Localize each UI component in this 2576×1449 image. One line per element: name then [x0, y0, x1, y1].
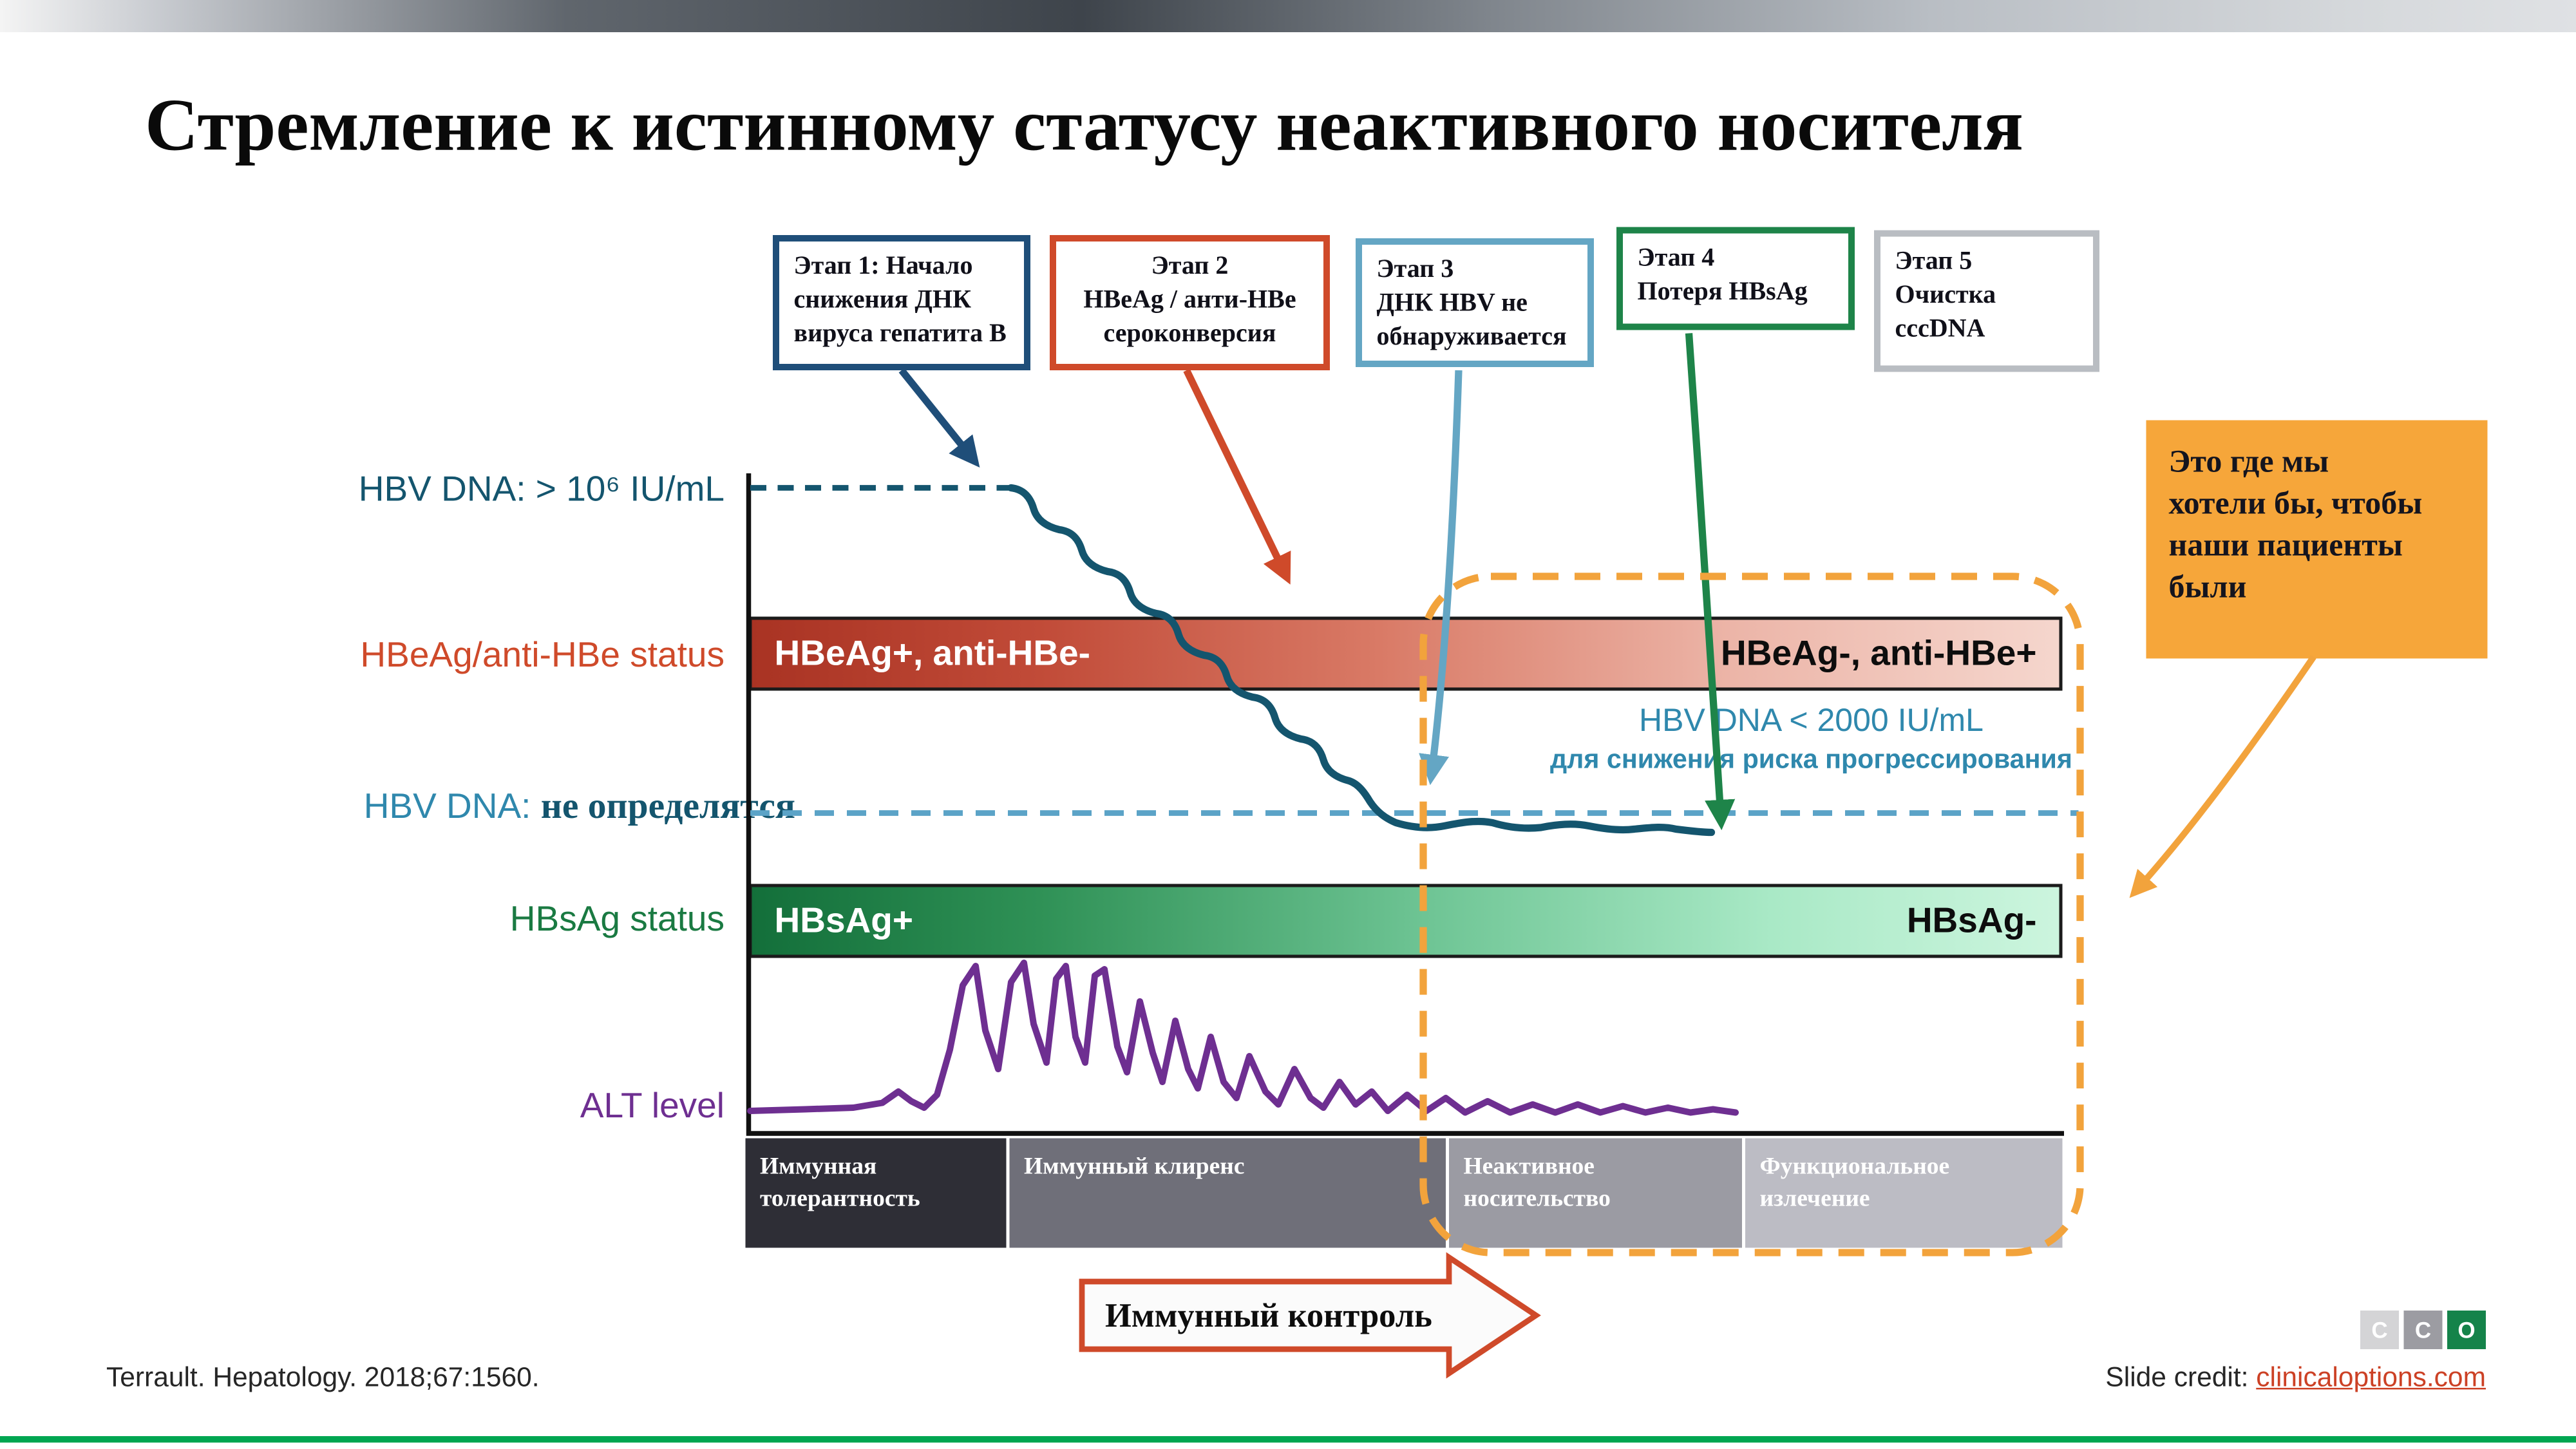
- stage-box-1-label: Этап 1: Начало снижения ДНК вируса гепат…: [793, 252, 1007, 347]
- citation-text: Terrault. Hepatology. 2018;67:1560.: [106, 1362, 540, 1393]
- phase-bar: Иммунная толерантность Иммунный клиренс …: [745, 1138, 2063, 1248]
- stage-box-3: Этап 3 ДНК HBV не обнаруживается: [1356, 238, 1594, 367]
- stage-box-5-label: Этап 5 Очистка cccDNA: [1895, 248, 1996, 343]
- page-title: Стремление к истинному статусу неактивно…: [145, 84, 2023, 166]
- callout-arrow: [2129, 655, 2316, 898]
- hbeag-negative-label: HBeAg-, anti-HBe+: [1721, 632, 2037, 674]
- alt-curve: [747, 960, 1739, 1116]
- axis-label-hbeag-status: HBeAg/anti-HBe status: [360, 634, 724, 675]
- immune-control-label: Иммунный контроль: [1105, 1295, 1432, 1334]
- top-gradient-bar: [0, 0, 2576, 32]
- threshold-line-2: для снижения риска прогрессирования: [1549, 745, 2072, 775]
- bottom-green-divider: [0, 1436, 2576, 1443]
- cco-logo-letter-2: C: [2403, 1311, 2443, 1349]
- stage1-arrow: [898, 368, 980, 468]
- threshold-line-1: HBV DNA < 2000 IU/mL: [1639, 703, 1984, 739]
- credit-label: Slide credit:: [2105, 1362, 2257, 1393]
- stage-box-3-label: Этап 3 ДНК HBV не обнаруживается: [1376, 256, 1567, 350]
- stage-box-2-label: Этап 2 HBeAg / анти-HBe сероконверсия: [1083, 252, 1296, 347]
- cco-logo: C C O: [2360, 1311, 2486, 1349]
- axis-label-hbv-dna-undetectable-bold: не определятся: [540, 786, 795, 826]
- axis-label-hbsag-status: HBsAg status: [509, 898, 724, 939]
- stage-box-4: Этап 4 Потеря HBsAg: [1616, 227, 1855, 330]
- stage2-arrow: [1183, 368, 1291, 585]
- chart-axes: [746, 473, 2064, 1136]
- hbsag-status-bar: HBsAg+ HBsAg-: [748, 884, 2063, 958]
- axis-label-alt-level: ALT level: [580, 1085, 724, 1126]
- hbeag-positive-label: HBeAg+, anti-HBe-: [774, 632, 1090, 674]
- stage-box-5: Этап 5 Очистка cccDNA: [1874, 230, 2099, 372]
- stage-box-2: Этап 2 HBeAg / анти-HBe сероконверсия: [1050, 235, 1330, 370]
- hbeag-status-bar: HBeAg+, anti-HBe- HBeAg-, anti-HBe+: [748, 616, 2063, 691]
- hbsag-negative-label: HBsAg-: [1906, 900, 2037, 941]
- credit-link[interactable]: clinicaloptions.com: [2256, 1362, 2486, 1393]
- stage3-arrow: [1419, 370, 1463, 786]
- cco-logo-letter-3: O: [2447, 1311, 2486, 1349]
- phase-immune-clearance: Иммунный клиренс: [1006, 1138, 1446, 1248]
- axis-label-hbv-dna-high: HBV DNA: > 10⁶ IU/mL: [358, 468, 724, 509]
- hbv-dna-threshold-annotation: HBV DNA < 2000 IU/mL для снижения риска …: [1538, 702, 2085, 778]
- stage-box-4-label: Этап 4 Потеря HBsAg: [1637, 245, 1808, 306]
- hbsag-positive-label: HBsAg+: [774, 900, 913, 941]
- axis-label-hbv-dna-undetectable: HBV DNA: не определятся: [161, 786, 795, 828]
- phase-functional-cure: Функциональное излечение: [1742, 1138, 2063, 1248]
- slide-credit: Slide credit: clinicaloptions.com: [2105, 1362, 2486, 1394]
- phase-inactive-carrier: Неактивное носительство: [1446, 1138, 1742, 1248]
- stage-box-1: Этап 1: Начало снижения ДНК вируса гепат…: [773, 235, 1030, 370]
- goal-callout-box: Это где мы хотели бы, чтобы наши пациент…: [2146, 420, 2488, 659]
- phase-immune-tolerance: Иммунная толерантность: [745, 1138, 1007, 1248]
- cco-logo-letter-1: C: [2360, 1311, 2399, 1349]
- axis-label-hbv-dna-prefix: HBV DNA:: [363, 786, 541, 826]
